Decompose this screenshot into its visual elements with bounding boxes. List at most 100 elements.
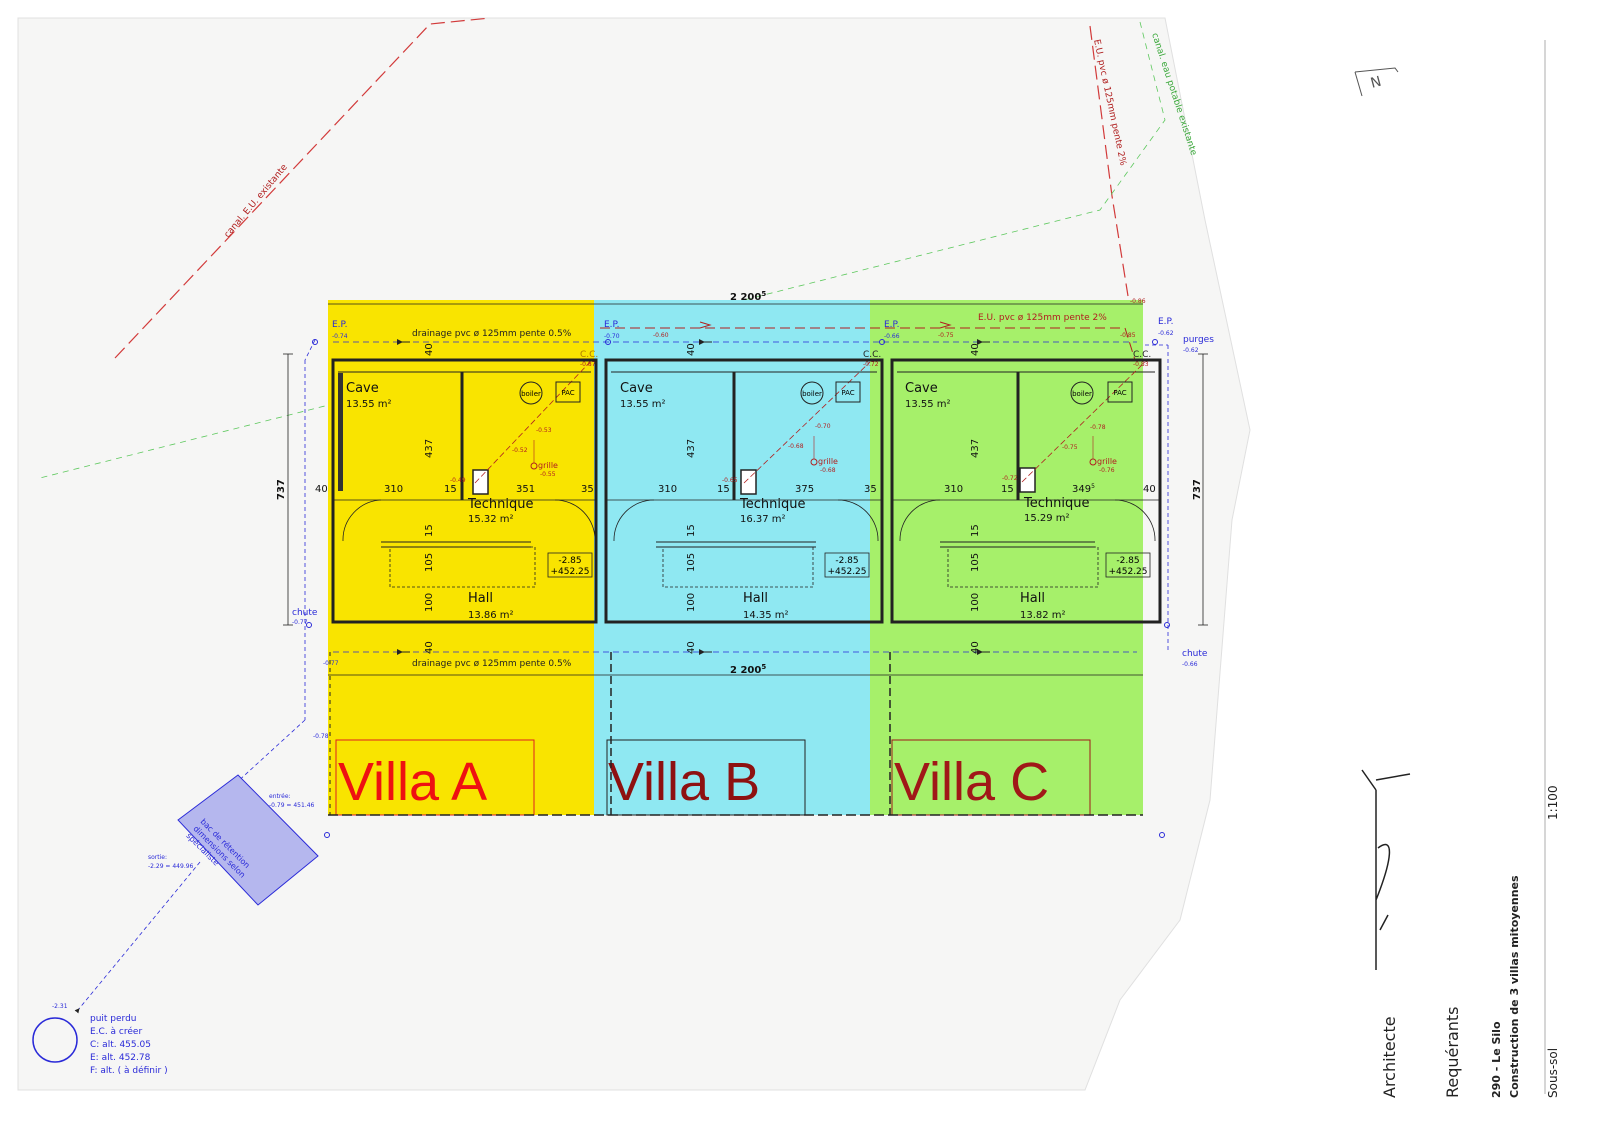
svg-text:entrée:: entrée: (269, 793, 291, 800)
svg-text:375: 375 (795, 484, 814, 495)
svg-text:E.P.: E.P. (332, 320, 347, 330)
svg-text:Hall: Hall (743, 591, 768, 606)
svg-text:Cave: Cave (620, 381, 653, 396)
svg-text:Construction de 3 villas mitoy: Construction de 3 villas mitoyennes (1508, 875, 1521, 1098)
svg-text:40: 40 (424, 343, 435, 356)
svg-text:13.82 m²: 13.82 m² (1020, 610, 1066, 621)
svg-text:13.86 m²: 13.86 m² (468, 610, 514, 621)
svg-text:-0.66: -0.66 (884, 333, 900, 340)
villa-b-floorplan (604, 358, 884, 624)
svg-text:14.35 m²: 14.35 m² (743, 610, 789, 621)
svg-text:-0.78: -0.78 (1090, 424, 1106, 431)
svg-text:105: 105 (970, 553, 981, 572)
svg-text:40: 40 (686, 641, 697, 654)
svg-text:E: alt. 452.78: E: alt. 452.78 (90, 1053, 151, 1063)
svg-text:PAC: PAC (841, 389, 854, 397)
svg-text:-0.55: -0.55 (540, 471, 556, 478)
svg-text:437: 437 (970, 439, 981, 458)
svg-text:100: 100 (686, 593, 697, 612)
network-points: E.P. -0.74 E.P. -0.70 E.P. -0.66 E.P. -0… (292, 298, 1214, 740)
bottom-overall-dimension: 2 2005 (328, 663, 1143, 676)
pipe-network: drainage pvc ø 125mm pente 0.5% drainage… (234, 313, 1170, 838)
svg-text:-0.77: -0.77 (323, 660, 339, 667)
svg-text:-2.29 = 449.96: -2.29 = 449.96 (148, 863, 194, 870)
villa-b-labels: Cave 13.55 m² Technique 16.37 m² Hall 14… (620, 343, 877, 654)
svg-text:+452.25: +452.25 (1108, 567, 1147, 577)
equipment-symbols: boiler PAC boiler PAC boiler PAC (519, 381, 1133, 405)
svg-text:-0.86: -0.86 (1130, 298, 1146, 305)
svg-text:Technique: Technique (467, 497, 533, 512)
svg-text:E.P.: E.P. (1158, 317, 1173, 327)
top-overall-dimension: 2 2005 (328, 290, 1143, 305)
svg-text:737: 737 (1192, 479, 1203, 500)
svg-text:Technique: Technique (739, 497, 805, 512)
svg-text:437: 437 (424, 439, 435, 458)
svg-text:-0.62: -0.62 (1183, 347, 1199, 354)
svg-text:105: 105 (686, 553, 697, 572)
svg-text:100: 100 (424, 593, 435, 612)
svg-text:35: 35 (581, 484, 594, 495)
svg-text:boiler: boiler (1072, 390, 1092, 398)
villa-a-name: Villa A (338, 752, 487, 812)
svg-text:N: N (1369, 74, 1383, 92)
svg-text:2 2005: 2 2005 (730, 290, 766, 303)
svg-text:sortie:: sortie: (148, 854, 167, 861)
svg-text:2 2005: 2 2005 (730, 663, 766, 676)
svg-text:-0.74: -0.74 (332, 333, 348, 340)
svg-text:15: 15 (717, 484, 730, 495)
villa-a-labels: Cave 13.55 m² Technique 15.32 m² Hall 13… (315, 343, 594, 654)
svg-text:boiler: boiler (802, 390, 822, 398)
svg-text:15: 15 (1001, 484, 1014, 495)
svg-text:351: 351 (516, 484, 535, 495)
svg-text:PAC: PAC (1113, 389, 1126, 397)
svg-text:purges: purges (1183, 335, 1214, 345)
svg-text:15: 15 (444, 484, 457, 495)
svg-text:1:100: 1:100 (1546, 785, 1560, 820)
svg-text:437: 437 (686, 439, 697, 458)
svg-text:105: 105 (424, 553, 435, 572)
svg-text:C.C.: C.C. (1133, 350, 1151, 360)
svg-text:-0.75: -0.75 (938, 332, 954, 339)
svg-text:-0.78: -0.78 (313, 733, 329, 740)
svg-text:-0.72: -0.72 (1002, 475, 1018, 482)
svg-text:E.P.: E.P. (604, 320, 619, 330)
eu-top-pipe-label: E.U. pvc ø 125mm pente 2% (978, 313, 1107, 323)
north-arrow: N (1354, 67, 1399, 97)
svg-text:+452.25: +452.25 (827, 567, 866, 577)
svg-text:-0.60: -0.60 (653, 332, 669, 339)
svg-text:310: 310 (944, 484, 963, 495)
svg-text:F: alt. ( à définir ): F: alt. ( à définir ) (90, 1065, 168, 1076)
svg-text:C.C.: C.C. (863, 350, 881, 360)
svg-text:-0.85: -0.85 (1120, 332, 1136, 339)
villa-c-zone (870, 300, 1143, 815)
svg-text:-0.65: -0.65 (722, 477, 738, 484)
svg-text:40: 40 (315, 484, 328, 495)
svg-text:-0.52: -0.52 (512, 447, 528, 454)
svg-text:40: 40 (970, 641, 981, 654)
pac-icon (1107, 381, 1133, 403)
svg-text:3495: 3495 (1072, 483, 1095, 495)
svg-text:13.55 m²: 13.55 m² (620, 399, 666, 410)
pac-icon (835, 381, 861, 403)
svg-text:15: 15 (970, 524, 981, 537)
svg-text:Sous-sol: Sous-sol (1546, 1048, 1560, 1098)
svg-text:Hall: Hall (468, 591, 493, 606)
svg-text:15: 15 (686, 524, 697, 537)
svg-text:+452.25: +452.25 (550, 567, 589, 577)
svg-text:-0.76: -0.76 (1099, 467, 1115, 474)
left-depth-dimension: 737 (276, 353, 293, 626)
svg-text:15.32 m²: 15.32 m² (468, 514, 514, 525)
svg-text:-0.72: -0.72 (863, 361, 879, 368)
svg-text:-0.79 = 451.46: -0.79 = 451.46 (269, 802, 315, 809)
boiler-icon (800, 381, 824, 405)
svg-text:-2.85: -2.85 (835, 556, 858, 566)
svg-text:C: alt. 455.05: C: alt. 455.05 (90, 1040, 151, 1050)
svg-text:grille: grille (1097, 457, 1117, 466)
drainage-bottom-label: drainage pvc ø 125mm pente 0.5% (412, 659, 572, 669)
svg-text:Cave: Cave (346, 381, 379, 396)
svg-text:-0.75: -0.75 (1062, 444, 1078, 451)
svg-text:-0.83: -0.83 (1133, 361, 1149, 368)
svg-text:boiler: boiler (521, 390, 541, 398)
svg-text:-0.66: -0.66 (1182, 661, 1198, 668)
